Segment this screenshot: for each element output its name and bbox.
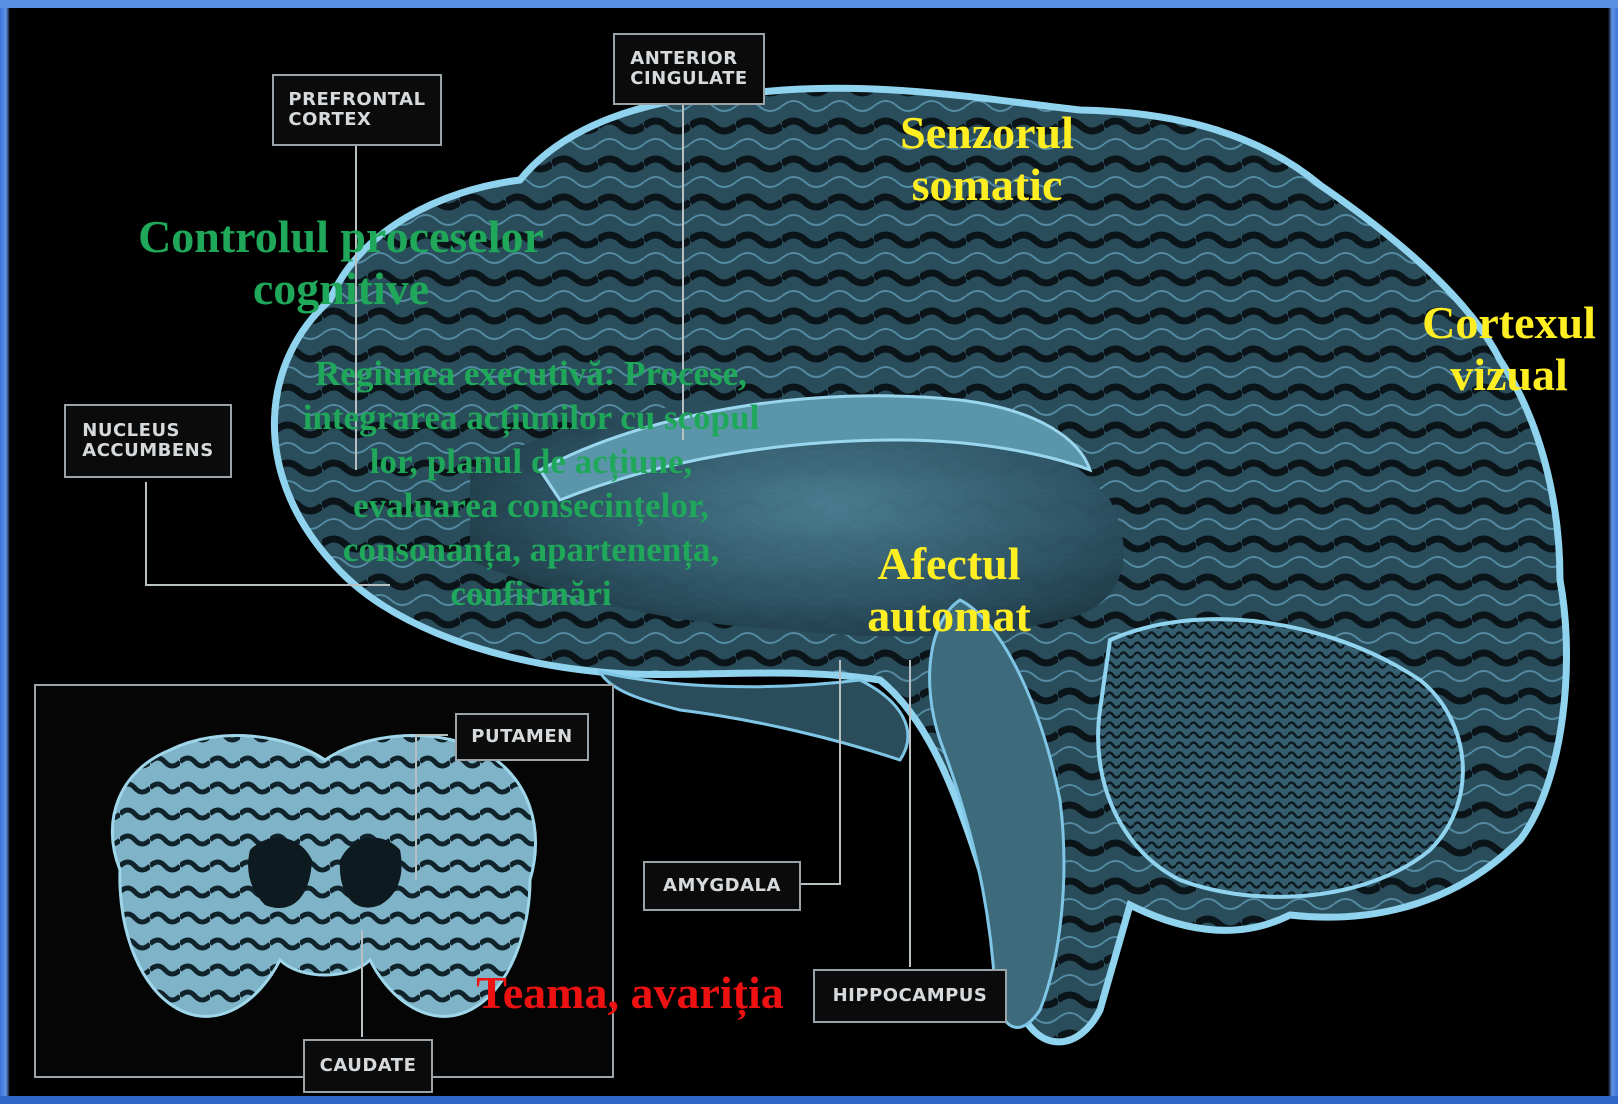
label-hippocampus: HIPPOCAMPUS bbox=[813, 969, 1007, 1023]
bottom-frame-band bbox=[0, 1096, 1618, 1104]
label-nucleus-accumbens: NUCLEUS ACCUMBENS bbox=[64, 404, 232, 478]
label-caudate: CAUDATE bbox=[303, 1039, 433, 1093]
label-prefrontal-cortex: PREFRONTAL CORTEX bbox=[272, 74, 442, 146]
label-putamen: PUTAMEN bbox=[455, 713, 589, 761]
annotation-automatic-affect: Afectul automat bbox=[844, 538, 1054, 641]
annotation-cognitive-control: Controlul proceselor cognitive bbox=[96, 211, 586, 314]
label-anterior-cingulate: ANTERIOR CINGULATE bbox=[613, 33, 765, 105]
label-amygdala: AMYGDALA bbox=[643, 861, 801, 911]
annotation-fear-greed: Teama, avariția bbox=[450, 967, 810, 1019]
annotation-visual-cortex: Cortexul vizual bbox=[1394, 297, 1618, 400]
annotation-executive-region: Regiunea executivă: Procese, integrarea … bbox=[246, 352, 816, 616]
annotation-somatic-sensor: Senzorul somatic bbox=[862, 107, 1112, 210]
